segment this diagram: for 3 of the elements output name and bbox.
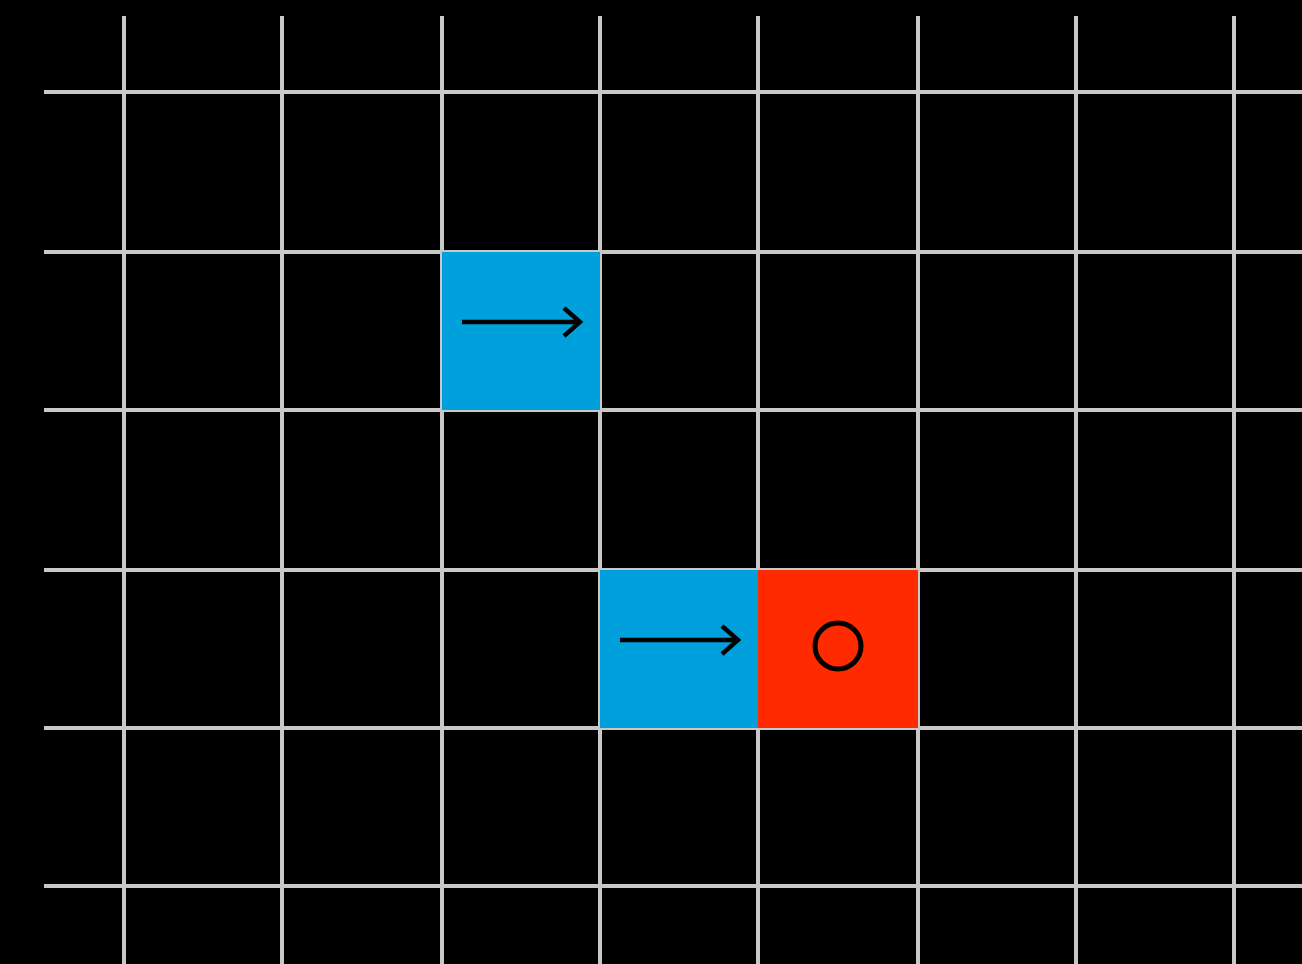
grid-tile	[442, 252, 600, 410]
grid-tile	[758, 570, 918, 728]
grid-tile	[600, 570, 758, 728]
